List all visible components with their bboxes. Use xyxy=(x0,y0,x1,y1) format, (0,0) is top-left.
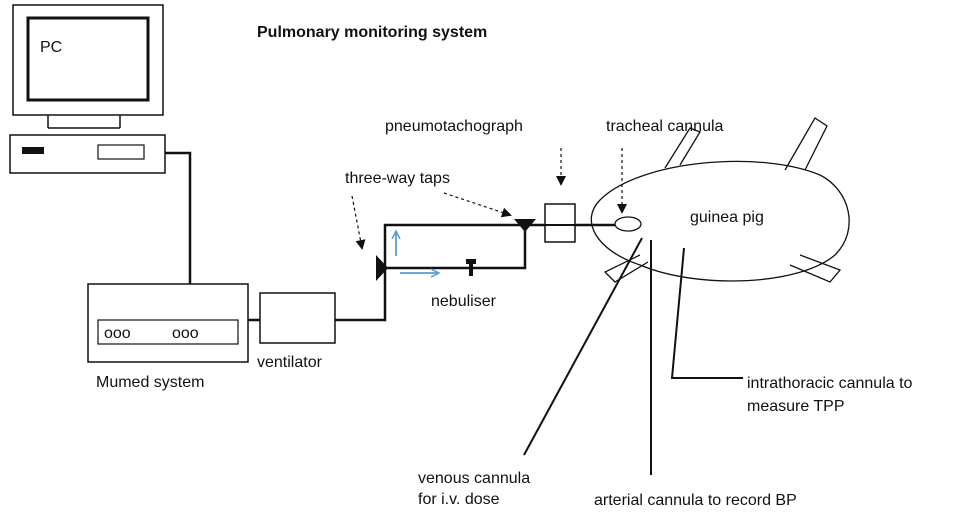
pneumotachograph-label: pneumotachograph xyxy=(385,118,523,135)
nebuliser-label: nebuliser xyxy=(431,293,497,310)
intrathoracic-cannula-line xyxy=(670,247,743,379)
mumed-dial-left: ooo xyxy=(104,325,131,342)
ventilator-label: ventilator xyxy=(257,354,323,371)
diagram-title: Pulmonary monitoring system xyxy=(257,24,487,41)
mumed-label: Mumed system xyxy=(96,374,204,391)
pneumotachograph-box xyxy=(544,203,576,243)
pc-mumed-cable xyxy=(165,151,192,285)
taps-pointer-right xyxy=(443,192,512,218)
arterial-label: arterial cannula to record BP xyxy=(594,492,797,509)
tracheal-cannula-label: tracheal cannula xyxy=(606,118,724,135)
intrathoracic-label-line1: intrathoracic cannula to xyxy=(747,375,913,392)
ventilator-box xyxy=(259,292,336,344)
pc-base-unit xyxy=(9,134,166,174)
venous-label-line2: for i.v. dose xyxy=(418,491,500,508)
venous-label-line1: venous cannula xyxy=(418,470,530,487)
guinea-pig-label: guinea pig xyxy=(690,209,764,226)
three-way-tap-right xyxy=(514,219,536,232)
mumed-system-box: ooo ooo xyxy=(87,283,249,363)
pc-monitor: PC xyxy=(12,4,164,129)
tracheal-cannula-site xyxy=(614,216,642,232)
nebuliser-valve xyxy=(466,259,476,276)
pc-label: PC xyxy=(40,39,62,56)
taps-pointer-left xyxy=(351,195,366,250)
three-way-tap-left xyxy=(376,255,388,281)
three-way-taps-label: three-way taps xyxy=(345,170,450,187)
guinea-pig xyxy=(590,117,850,283)
venous-cannula-line xyxy=(523,237,643,456)
intrathoracic-label-line2: measure TPP xyxy=(747,398,845,415)
mumed-dial-right: ooo xyxy=(172,325,199,342)
